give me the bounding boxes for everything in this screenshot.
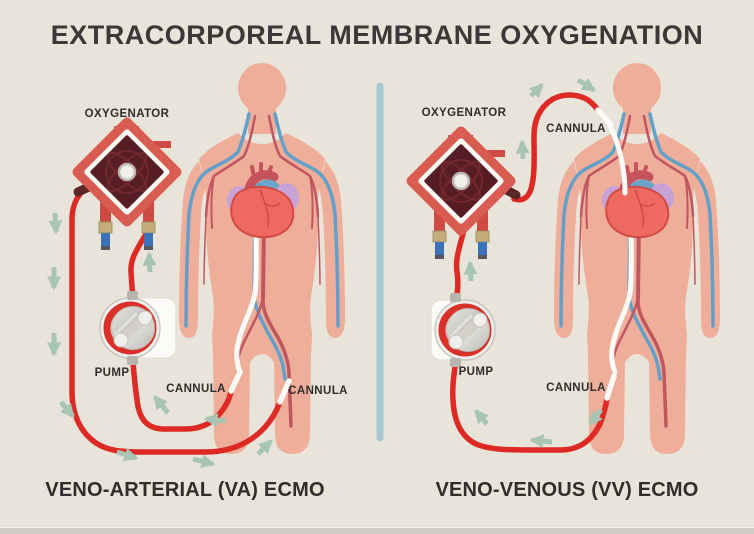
flow-arrow — [48, 212, 63, 235]
flow-arrow — [529, 434, 553, 449]
caption-va-ecmo: VENO-ARTERIAL (VA) ECMO — [45, 479, 325, 501]
flow-arrow — [116, 447, 139, 462]
cannula-tip — [595, 107, 614, 128]
label-oxygenator-va: OXYGENATOR — [84, 108, 170, 120]
footer-bar — [0, 528, 754, 534]
cannula-tip — [604, 373, 617, 401]
caption-vv-ecmo: VENO-VENOUS (VV) ECMO — [435, 479, 699, 501]
label-cannula-va-return: CANNULA — [288, 385, 348, 397]
flow-arrows — [46, 77, 603, 469]
flow-arrow — [192, 454, 216, 469]
label-cannula-va-drainage: CANNULA — [166, 383, 226, 395]
label-pump-va: PUMP — [94, 367, 130, 379]
flow-arrow — [59, 400, 75, 418]
cannula-tip — [228, 369, 243, 394]
flow-arrow — [474, 409, 489, 426]
pump-icon-left — [100, 298, 160, 358]
label-cannula-vv-femoral: CANNULA — [546, 382, 606, 394]
internal-neck-cannula-line — [607, 123, 628, 196]
flow-arrow — [203, 413, 227, 428]
label-pump-vv: PUMP — [458, 366, 494, 378]
label-oxygenator-vv: OXYGENATOR — [421, 107, 507, 119]
label-cannula-vv-neck: CANNULA — [546, 123, 606, 135]
flow-arrow — [528, 83, 544, 99]
pump-clamp — [127, 291, 138, 300]
cannula-tip — [277, 378, 292, 405]
flow-arrow — [463, 260, 478, 282]
flow-arrow — [256, 439, 273, 456]
pump-clamp — [450, 293, 461, 302]
page-title: EXTRACORPOREAL MEMBRANE OXYGENATION — [50, 20, 704, 50]
flow-arrow — [588, 408, 603, 426]
pump-clamp — [127, 356, 138, 365]
flow-arrow — [153, 395, 170, 415]
flow-arrow — [515, 139, 530, 160]
cannula-tips — [228, 107, 617, 405]
flow-arrow — [576, 77, 597, 93]
pump-clamp — [450, 358, 461, 367]
pump-icon-right — [435, 300, 495, 360]
flow-arrow — [142, 251, 157, 273]
